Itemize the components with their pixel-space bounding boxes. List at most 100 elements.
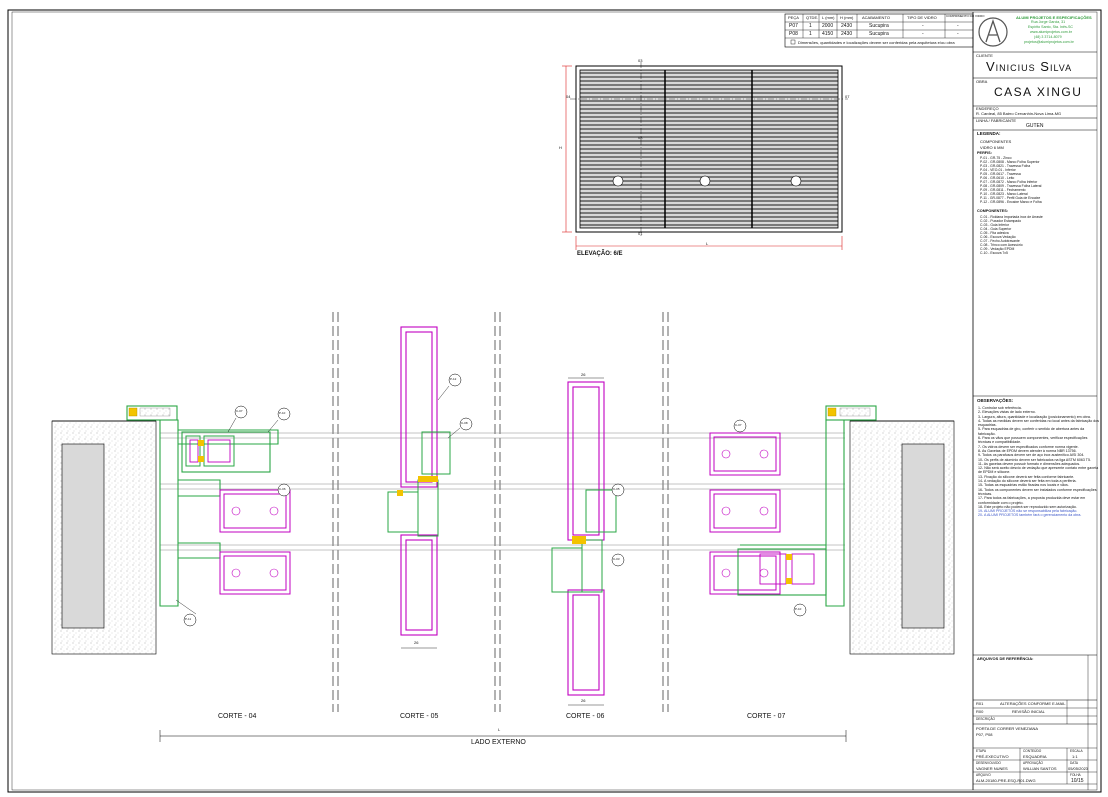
cut-label-07: CORTE - 07 bbox=[747, 713, 786, 720]
elevation-height-label: H bbox=[559, 145, 562, 150]
observation-item: 4- Todas as medidas devem ser conferidas… bbox=[978, 418, 1099, 428]
table-row-2-width: 4150 bbox=[822, 31, 834, 37]
address-value: R. Cardeal, 85 Bairro Cervanhin-Nova Lim… bbox=[976, 111, 1062, 116]
section-bottom-label: LADO EXTERNO bbox=[471, 739, 526, 746]
observation-item: 6- Para os vãos que possuem componentes,… bbox=[978, 436, 1088, 445]
parts-table bbox=[784, 13, 974, 48]
revision-1-desc: ALTERAÇÕES CONFORME E-MAIL bbox=[1000, 701, 1066, 706]
observation-item: 9- Todos os parafusos devem ser de aço i… bbox=[978, 453, 1085, 458]
logo-circle bbox=[978, 17, 1008, 47]
component-item: C-02 - Puxador Estampado bbox=[980, 219, 1022, 223]
profile-item: P-07 - GR-0872 - Marco Folha Inferior bbox=[980, 180, 1038, 184]
observation-item: 12- Não será aceito desvio de vedação qu… bbox=[978, 466, 1099, 475]
table-row-2-part: P08 bbox=[789, 31, 798, 37]
table-header-part: PEÇA bbox=[788, 15, 799, 20]
revision-0-code: R00 bbox=[976, 709, 984, 714]
table-header-length: COMPRIMENTO DO VIDRO bbox=[946, 14, 985, 18]
observation-item: 7- Os vidros devem ser especificados con… bbox=[978, 444, 1079, 449]
file-label: ARQUIVO bbox=[976, 773, 991, 777]
manufacturer-value: GUTEN bbox=[1026, 123, 1044, 129]
description-label: DESCRIÇÃO bbox=[976, 717, 995, 721]
designer-value: VAGNER NUNES bbox=[976, 766, 1008, 771]
elevation-label-left: 04 bbox=[566, 94, 571, 99]
table-row-1-length: - bbox=[957, 23, 959, 29]
table-row-1-height: 2430 bbox=[841, 23, 853, 29]
tag-p10: P-10 bbox=[279, 411, 286, 415]
table-note: Dimensões, quantidades e localizações de… bbox=[798, 40, 955, 45]
tag-c07: C-07 bbox=[236, 409, 243, 413]
address-label: ENDEREÇO bbox=[976, 106, 999, 111]
components-label: COMPONENTES: bbox=[977, 209, 1009, 213]
table-row-1-qty: 1 bbox=[809, 23, 812, 29]
observation-item: 11- As gaxetas devem possuir formato e d… bbox=[978, 461, 1081, 466]
observations-list: 1- Controlar sob referência. 2- Elevaçõe… bbox=[978, 406, 1100, 518]
designer-label: DESENVOLVIDO bbox=[976, 761, 1001, 765]
revision-1-code: R01 bbox=[976, 701, 984, 706]
table-row-1-finish: Sucupira bbox=[869, 23, 889, 29]
approval-value: WILLIAN SANTOS bbox=[1023, 766, 1057, 771]
profiles-label: PERFIS: bbox=[977, 151, 992, 155]
observation-item: 1- Controlar sob referência. bbox=[978, 406, 1022, 410]
content-label: CONTEÚDO bbox=[1023, 749, 1042, 753]
tag-p11: P-11 bbox=[185, 617, 192, 621]
tag-c03: C-03 bbox=[613, 557, 620, 561]
file-value: ALM-20180-PRE-ESQ-R01.DWG bbox=[976, 778, 1036, 783]
observation-item: 15- Todas as esquadrias estão fixadas no… bbox=[978, 483, 1069, 488]
component-item: C-10 - Escova 7x5 bbox=[980, 251, 1008, 255]
leaf-dim-1: 26 bbox=[414, 640, 419, 645]
company-line-2: Espírito Santo, Sta. Inês-SC bbox=[1028, 25, 1073, 29]
date-value: 05/05/2023 bbox=[1068, 766, 1089, 771]
elevation-label-right: 07 bbox=[845, 94, 850, 99]
observations-label: OBSERVAÇÕES: bbox=[977, 398, 1014, 403]
manufacturer-label: LINHA / FABRICANTE bbox=[976, 118, 1017, 123]
observation-item: 20- A ALUMI PROJETOS também fará o geren… bbox=[978, 513, 1082, 518]
observation-item: 2- Elevações vistas de lado externo. bbox=[978, 410, 1036, 415]
description-parts: P07, P08 bbox=[976, 732, 993, 737]
profile-item: P-05 - GR-0617 - Travessa bbox=[980, 172, 1021, 176]
elevation-label-top: 03 bbox=[638, 58, 643, 63]
profile-item: P-10 - GR-0823 - Marco Lateral bbox=[980, 192, 1028, 196]
profile-item: P-01 - GR-75 - Zinco bbox=[980, 156, 1012, 160]
company-line-1: Rua Jorge Garcia, 31 bbox=[1031, 20, 1066, 24]
profile-item: P-12 - GR-0896 - Encaixe Marco e Folha bbox=[980, 200, 1042, 204]
company-name: ALUMI PROJETOS E ESPECIFICAÇÕES bbox=[1016, 15, 1092, 20]
table-row-2-height: 2430 bbox=[841, 31, 853, 37]
table-header-qty: QTDE. bbox=[806, 15, 819, 20]
tag-p12: P-12 bbox=[450, 377, 457, 381]
table-row-1-glass: - bbox=[922, 23, 924, 29]
cut-label-06: CORTE - 06 bbox=[566, 713, 605, 720]
sheet-value: 10/15 bbox=[1071, 778, 1084, 784]
scale-label: ESCALA bbox=[1070, 749, 1083, 753]
tag-c05: C-05 bbox=[613, 487, 620, 491]
elevation-label-center: 08 bbox=[638, 135, 643, 140]
profile-item: P-06 - GR-0610 - Leito bbox=[980, 176, 1015, 180]
component-item: C-08 - Trinco com Acessório bbox=[980, 243, 1023, 247]
component-item: C-05 - Fita adesiva bbox=[980, 231, 1009, 235]
table-header-width: L (mm) bbox=[822, 15, 835, 20]
observation-item: 13- Fixação do silicone deverá ser feita… bbox=[978, 474, 1075, 479]
stage-value: PRÉ-EXECUTIVO bbox=[976, 754, 1009, 759]
elevation-width-label: L bbox=[706, 241, 709, 246]
client-label: CLIENTE bbox=[976, 53, 993, 58]
section-view bbox=[51, 312, 955, 742]
stage-label: ETAPA bbox=[976, 749, 986, 753]
observation-item: 19- ALUMI PROJETOS não se responsabiliza… bbox=[978, 509, 1078, 514]
elevation-view bbox=[562, 62, 848, 250]
leaf-dim-2: 26 bbox=[581, 372, 586, 377]
tag-p10-right: P-10 bbox=[795, 607, 802, 611]
observation-item: 10- Os perfis de alumínio devem ser fabr… bbox=[978, 457, 1091, 462]
scale-value: 1:1 bbox=[1072, 754, 1078, 759]
profile-item: P-11 - GR-0877 - Perfil Guia de Encaixe bbox=[980, 196, 1041, 200]
company-line-4: (48) 3 3714-8079 bbox=[1034, 35, 1062, 39]
table-header-height: H (mm) bbox=[840, 15, 854, 20]
section-width-label: L bbox=[498, 727, 501, 732]
elevation-title: ELEVAÇÃO: 6/E bbox=[577, 251, 623, 257]
component-item: C-06 - Escova Vedação bbox=[980, 235, 1016, 239]
component-item: C-01 - Roldana Importada inox de Arraste bbox=[980, 215, 1043, 219]
profile-item: P-02 - GR-0808 - Marco Folha Superior bbox=[980, 160, 1040, 164]
elevation-label-bottom: 01 bbox=[638, 231, 643, 236]
legend-glass: VIDRO 6 MM bbox=[980, 145, 1004, 150]
description-value: PORTA DE CORRER VENEZIANA bbox=[976, 726, 1039, 731]
table-row-2-finish: Sucupira bbox=[869, 31, 889, 37]
